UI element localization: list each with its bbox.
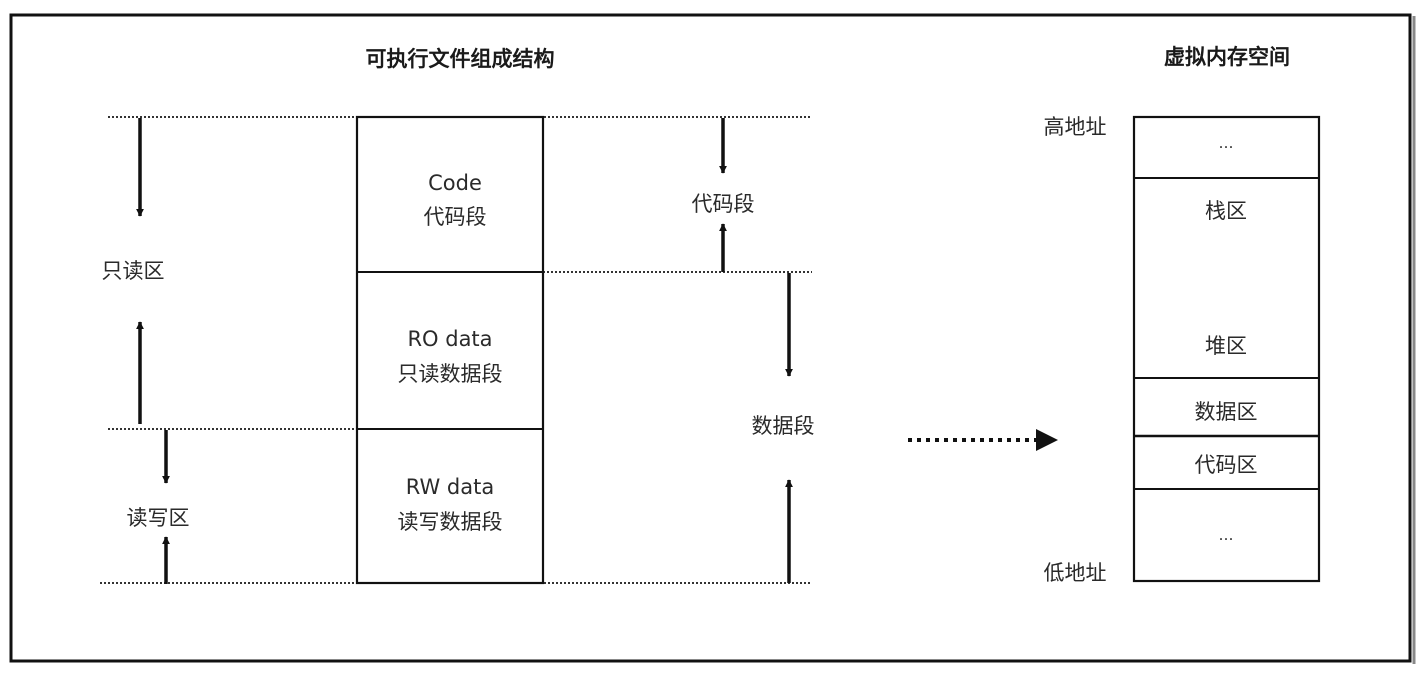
memory-region-top-ellipsis: … — [1219, 134, 1234, 152]
section-ro-data-cn: 只读数据段 — [398, 362, 503, 386]
read-write-region-label: 读写区 — [127, 506, 190, 530]
virtual-memory-box — [1132, 115, 1321, 583]
low-address-label: 低地址 — [1044, 561, 1107, 585]
data-segment-label: 数据段 — [752, 414, 815, 438]
memory-region-heap: 堆区 — [1205, 334, 1247, 358]
section-rw-data-cn: 读写数据段 — [398, 510, 503, 534]
virtual-memory-title: 虚拟内存空间 — [1164, 45, 1290, 69]
memory-region-code: 代码区 — [1195, 453, 1258, 477]
outer-frame — [9, 13, 1412, 663]
mapping-arrow — [908, 429, 1058, 451]
section-code-en: Code — [428, 171, 482, 195]
section-ro-data-en: RO data — [407, 327, 492, 351]
section-ro-data: RO data 只读数据段 — [398, 327, 503, 386]
high-address-label: 高地址 — [1044, 115, 1107, 139]
memory-region-stack: 栈区 — [1205, 199, 1247, 223]
mapping-arrow-head — [1036, 429, 1058, 451]
executable-structure-title: 可执行文件组成结构 — [366, 47, 555, 71]
section-code-cn: 代码段 — [424, 205, 487, 229]
memory-region-data: 数据区 — [1195, 400, 1258, 424]
memory-region-bottom-ellipsis: … — [1219, 526, 1234, 544]
section-code: Code 代码段 — [424, 171, 487, 229]
executable-sections-box — [355, 115, 545, 585]
read-only-region-label: 只读区 — [102, 259, 165, 283]
section-rw-data: RW data 读写数据段 — [398, 475, 503, 534]
section-rw-data-en: RW data — [406, 475, 494, 499]
code-segment-label: 代码段 — [692, 192, 755, 216]
